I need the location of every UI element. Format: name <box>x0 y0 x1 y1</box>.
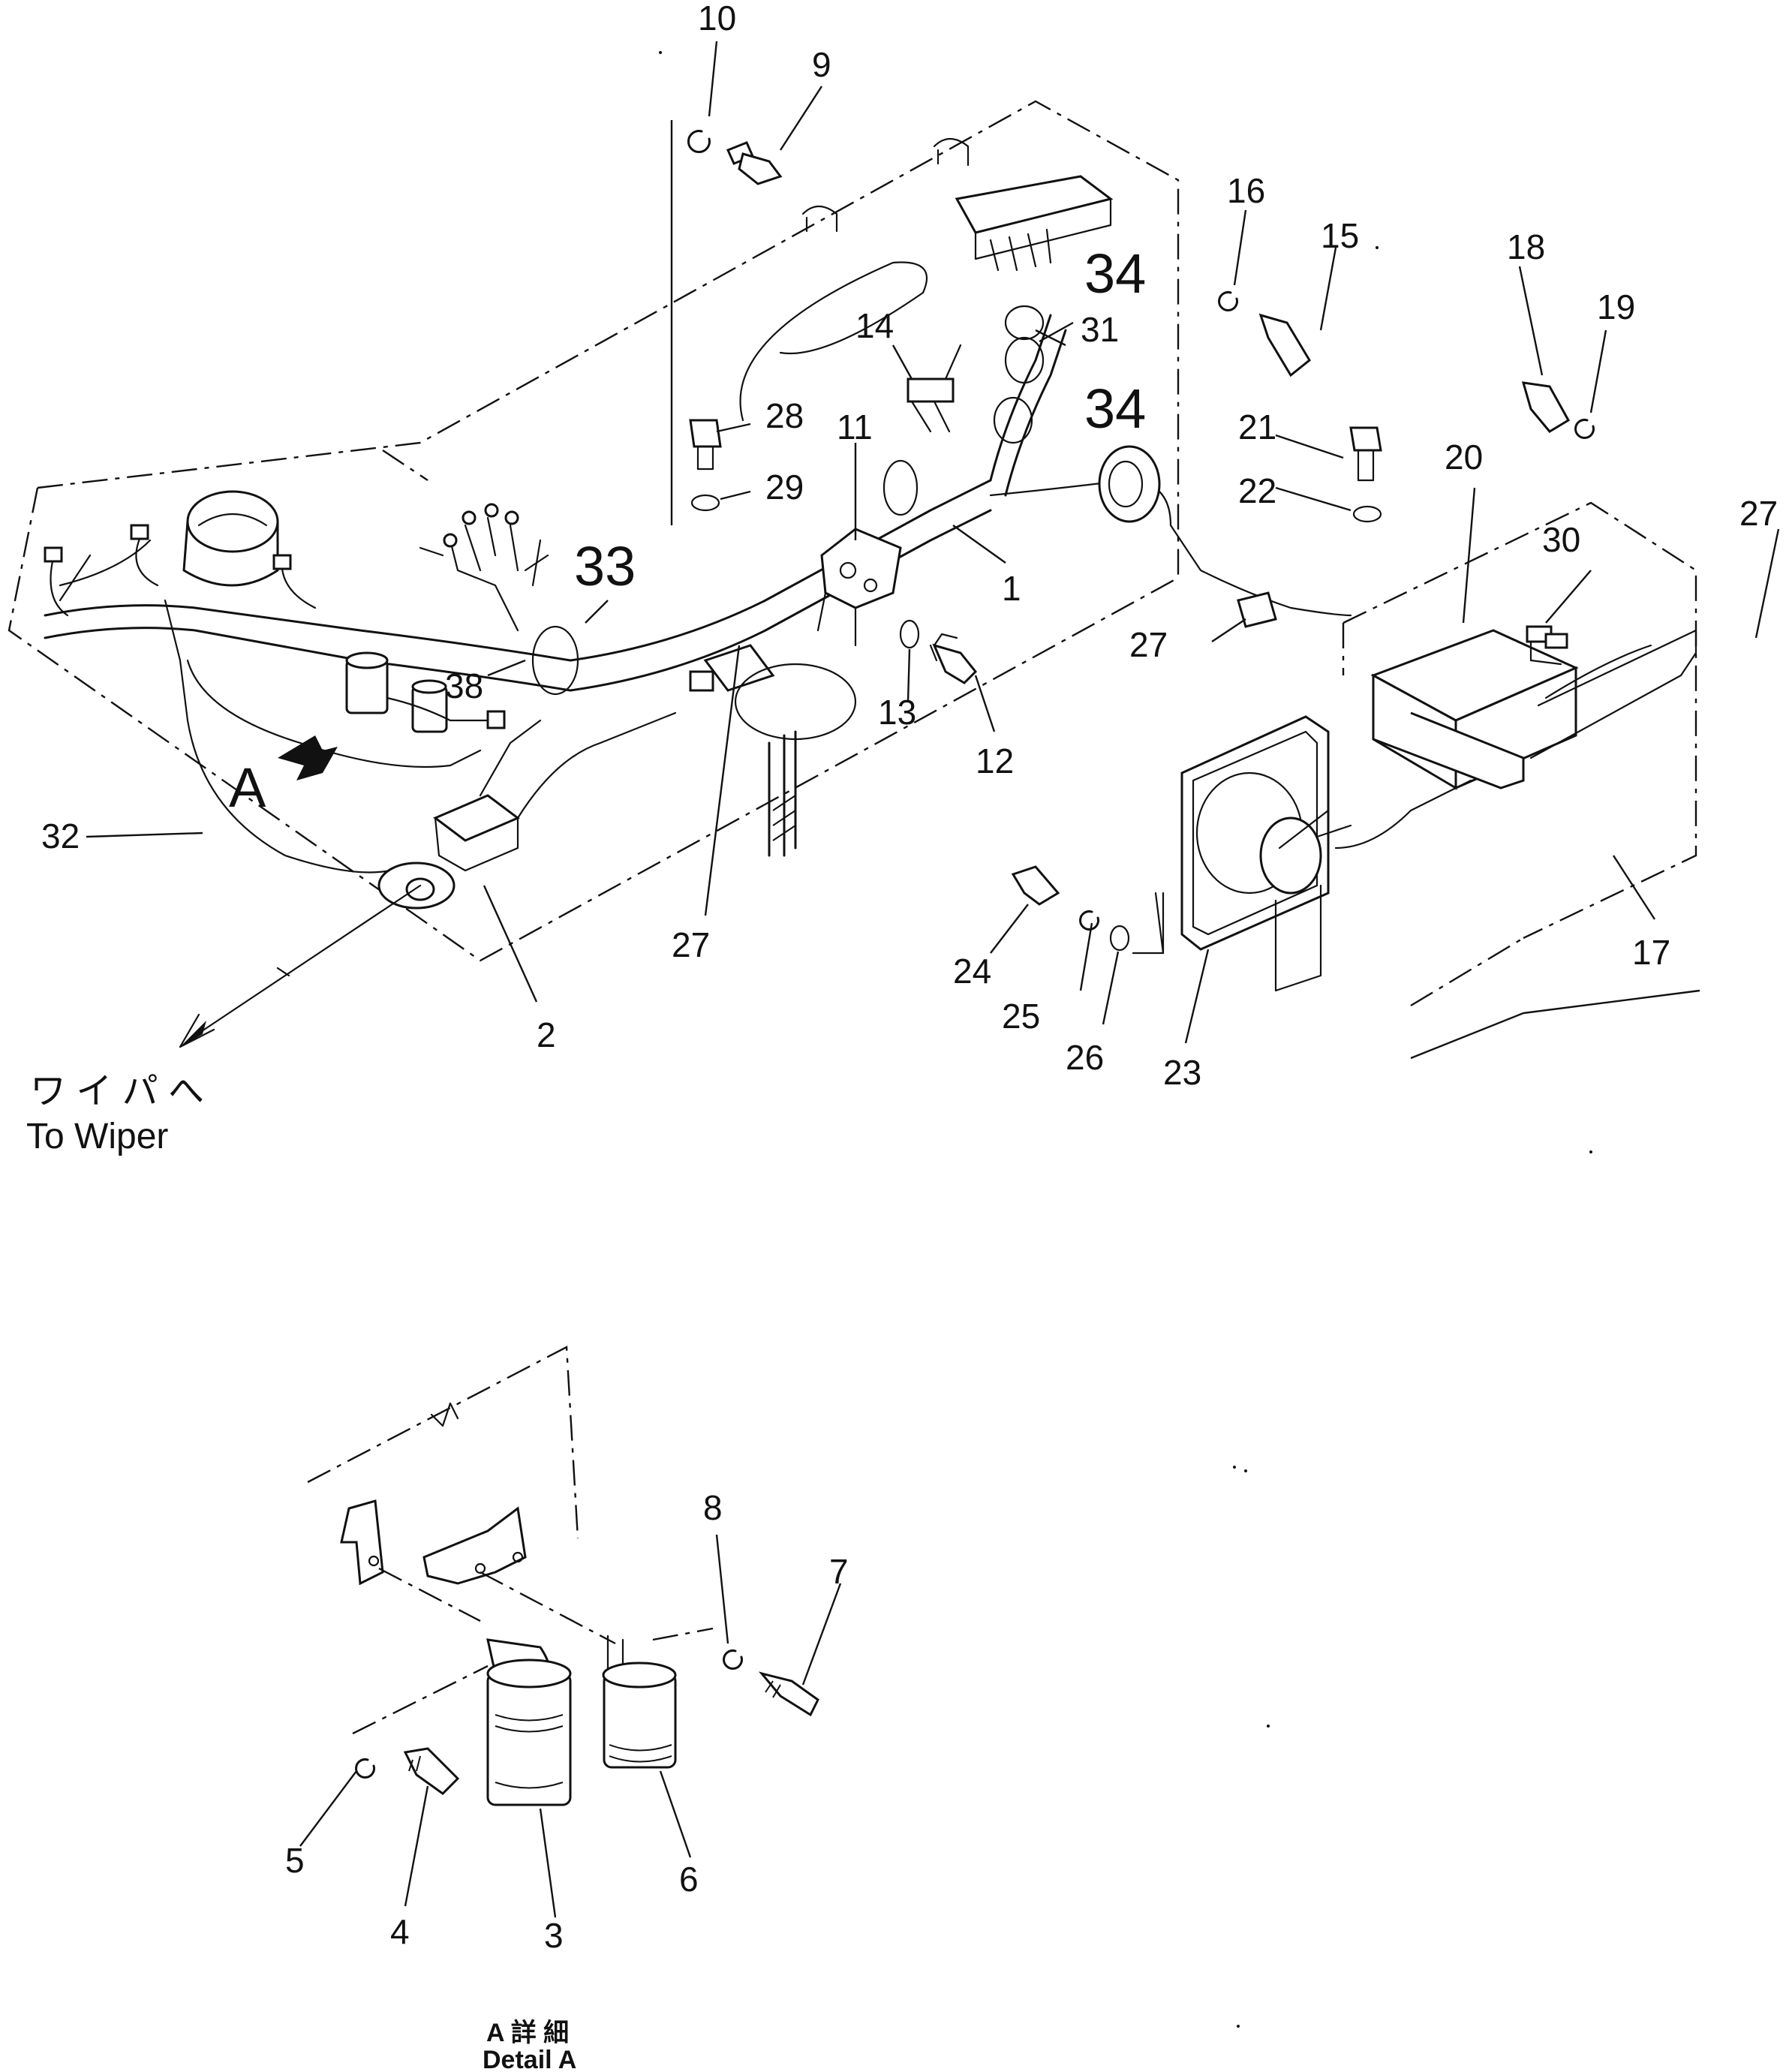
callout-27-right: 27 <box>1739 494 1778 533</box>
callout-8: 8 <box>703 1488 723 1527</box>
callout-21: 21 <box>1238 407 1276 447</box>
callout-12: 12 <box>976 741 1014 780</box>
callout-20: 20 <box>1445 438 1483 477</box>
callout-23: 23 <box>1163 1053 1201 1092</box>
callout-7: 7 <box>829 1552 849 1591</box>
callout-32: 32 <box>41 816 80 856</box>
detail-a-assembly <box>299 1346 842 1918</box>
callout-17: 17 <box>1632 933 1670 972</box>
view-marker-a: A <box>229 756 266 819</box>
callout-labels: 10 9 16 15 18 19 34 31 14 34 28 11 21 20… <box>41 0 1778 1955</box>
gauge-meter <box>182 490 279 587</box>
callout-9: 9 <box>812 45 831 84</box>
callout-6: 6 <box>679 1860 699 1899</box>
wiper-label-jp: ワ イ パ へ <box>30 1072 204 1111</box>
callout-27-bottom: 27 <box>672 925 710 964</box>
detail-caption-en: Detail A <box>483 2046 576 2072</box>
callout-34-top: 34 <box>1084 242 1146 305</box>
callout-29: 29 <box>765 468 804 507</box>
fasteners-main <box>687 130 1595 955</box>
right-hardware <box>1154 501 1697 1007</box>
detail-caption: A 詳 細 Detail A <box>483 2019 576 2072</box>
dashboard-panel <box>8 100 1180 962</box>
callout-1: 1 <box>1002 569 1021 608</box>
callout-10: 10 <box>698 0 736 38</box>
callout-31: 31 <box>1081 310 1119 349</box>
callout-24: 24 <box>953 952 991 991</box>
scan-specks <box>659 51 1592 2028</box>
callout-14: 14 <box>855 306 894 345</box>
callout-34-mid: 34 <box>1084 377 1146 440</box>
callout-5: 5 <box>285 1841 305 1880</box>
callout-15: 15 <box>1321 216 1359 255</box>
view-arrows <box>179 735 422 1048</box>
callout-26: 26 <box>1066 1038 1104 1077</box>
callout-30: 30 <box>1542 520 1580 559</box>
callout-4: 4 <box>390 1912 410 1951</box>
detail-caption-jp: A 詳 細 <box>486 2019 569 2047</box>
callout-25: 25 <box>1002 997 1040 1036</box>
callout-19: 19 <box>1597 287 1635 326</box>
callout-27-mid: 27 <box>1129 625 1168 664</box>
leader-lines <box>86 41 1780 1060</box>
callout-33: 33 <box>574 535 636 597</box>
callout-28: 28 <box>765 396 804 435</box>
callout-3: 3 <box>544 1916 564 1955</box>
callout-13: 13 <box>878 693 916 732</box>
wiper-label-en: To Wiper <box>26 1117 168 1156</box>
callout-11: 11 <box>837 407 873 447</box>
wire-harness <box>44 305 1352 910</box>
callout-22: 22 <box>1238 471 1276 510</box>
callout-2: 2 <box>537 1015 556 1054</box>
wiper-label: ワ イ パ へ To Wiper <box>26 1072 204 1156</box>
callout-16: 16 <box>1227 171 1265 210</box>
callout-38: 38 <box>445 666 483 705</box>
callout-18: 18 <box>1507 227 1545 266</box>
